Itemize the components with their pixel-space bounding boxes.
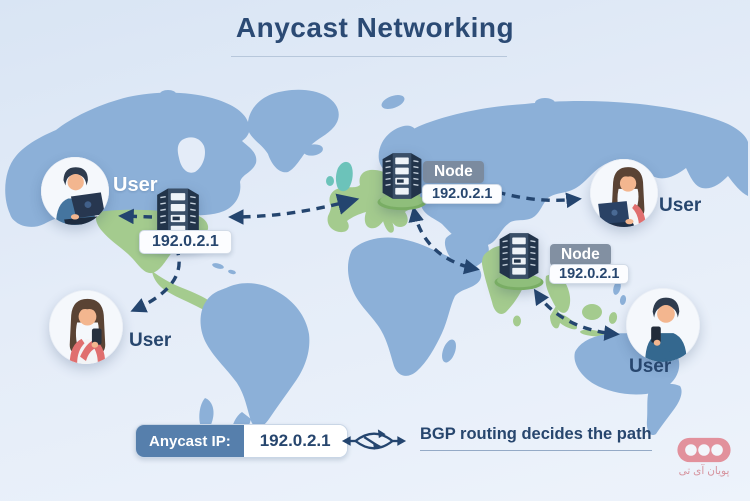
avatar-user-north-america (41, 157, 109, 225)
anycast-ip-value: 192.0.2.1 (243, 425, 347, 457)
ip-label-eu-node: 192.0.2.1 (422, 184, 503, 204)
avatar-user-south-america (49, 290, 123, 364)
brand-logo: پویان آی تی (669, 436, 739, 477)
node-badge-asia: Node (550, 244, 611, 266)
brand-wordmark: پویان آی تی (678, 465, 730, 477)
man-laptop-illustration (41, 157, 109, 225)
ip-label-asia-node: 192.0.2.1 (549, 264, 630, 284)
avatar-user-east-asia (590, 159, 658, 227)
bgp-note: BGP routing decides the path (420, 425, 652, 451)
philippines (613, 281, 627, 305)
man-phone-illustration (626, 288, 700, 362)
user-label-oceania: User (629, 356, 672, 377)
arrow-eu-node-to-us-server (228, 193, 360, 225)
node-badge-eu: Node (423, 161, 484, 183)
title-underline (231, 56, 507, 57)
user-label-east-asia: User (659, 195, 702, 216)
siberian-islands (381, 95, 657, 135)
arctic-islands (128, 90, 228, 117)
routing-paths-icon (341, 429, 407, 450)
woman-laptop-illustration (590, 159, 658, 227)
continent-south-america (200, 283, 310, 428)
logo-reel-icon (677, 437, 731, 463)
anycast-ip-pill: Anycast IP: 192.0.2.1 (135, 424, 348, 458)
ip-label-us-server: 192.0.2.1 (139, 230, 232, 254)
continent-greenland (247, 89, 339, 173)
continent-asia (395, 101, 748, 247)
page-title: Anycast Networking (235, 12, 515, 43)
arrow-eu-node-to-asia-node (408, 206, 480, 275)
user-label-north-america: User (113, 174, 158, 196)
region-uk (335, 161, 353, 192)
server-asia-node (492, 229, 546, 291)
arrow-asia-node-to-oc-user (533, 288, 620, 341)
server-eu-node (375, 149, 429, 211)
server-icon (377, 153, 427, 211)
anycast-ip-label: Anycast IP: (136, 425, 244, 457)
user-label-south-america: User (129, 330, 172, 351)
continents (5, 89, 748, 445)
avatar-user-oceania (626, 288, 700, 362)
arrow-us-server-to-sa-user (130, 246, 181, 313)
route-arrows (118, 190, 620, 341)
server-icon (494, 233, 544, 291)
woman-phone-illustration (49, 290, 123, 364)
arrow-us-server-to-na-user (118, 208, 153, 225)
